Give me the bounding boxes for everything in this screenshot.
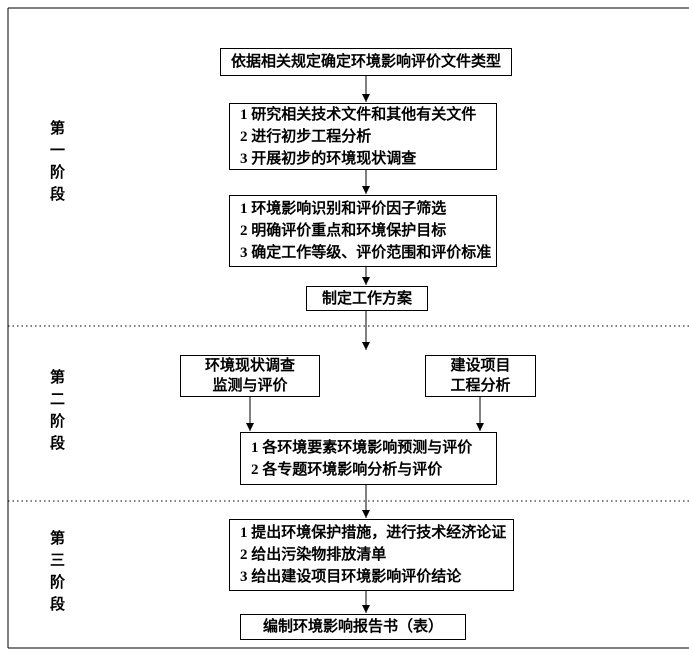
flow-step-line: 3 给出建设项目环境影响评价结论 [240, 569, 462, 585]
flow-step-line: 2 给出污染物排放清单 [240, 547, 387, 563]
flow-step-line: 1 环境影响识别和评价因子筛选 [240, 201, 447, 217]
flow-step-line: 建设项目 [450, 358, 511, 374]
flow-step-work-plan: 制定工作方案 [306, 286, 428, 311]
flow-step-line: 3 开展初步的环境现状调查 [240, 150, 417, 167]
flow-box-project-engineering-analysis: 建设项目 工程分析 [425, 355, 536, 397]
stage-label-3: 第三阶段 [48, 530, 64, 618]
flow-step-line: 1 提出环境保护措施，进行技术经济论证 [240, 525, 507, 541]
flow-step-identification-screening: 1 环境影响识别和评价因子筛选 2 明确评价重点和环境保护目标 3 确定工作等级… [229, 195, 497, 267]
stage-label-2: 第二阶段 [48, 369, 64, 457]
flow-step-line: 监测与评价 [212, 378, 288, 394]
flow-step-line: 2 明确评价重点和环境保护目标 [240, 223, 447, 239]
stage-label-1: 第一阶段 [48, 120, 64, 208]
flow-box-status-survey-monitoring: 环境现状调查 监测与评价 [180, 355, 320, 397]
flow-step-text: 依据相关规定确定环境影响评价文件类型 [230, 54, 501, 70]
flow-step-compile-report: 编制环境影响报告书（表） [240, 614, 466, 640]
flow-step-text: 编制环境影响报告书（表） [262, 619, 443, 635]
flow-step-line: 1 研究相关技术文件和其他有关文件 [240, 106, 477, 123]
flow-step-line: 2 进行初步工程分析 [240, 128, 372, 145]
flow-step-line: 工程分析 [450, 378, 511, 394]
flow-step-measures-conclusion: 1 提出环境保护措施，进行技术经济论证 2 给出污染物排放清单 3 给出建设项目… [229, 519, 514, 591]
flow-step-document-type: 依据相关规定确定环境影响评价文件类型 [220, 48, 512, 76]
flow-step-text: 制定工作方案 [321, 290, 412, 307]
flow-step-line: 1 各环境要素环境影响预测与评价 [251, 439, 473, 456]
flow-step-line: 3 确定工作等级、评价范围和评价标准 [240, 245, 492, 261]
flow-step-line: 环境现状调查 [204, 358, 295, 374]
flow-step-preliminary-research: 1 研究相关技术文件和其他有关文件 2 进行初步工程分析 3 开展初步的环境现状… [229, 103, 497, 170]
flow-step-prediction-evaluation: 1 各环境要素环境影响预测与评价 2 各专题环境影响分析与评价 [240, 432, 497, 485]
flow-step-line: 2 各专题环境影响分析与评价 [251, 461, 443, 478]
